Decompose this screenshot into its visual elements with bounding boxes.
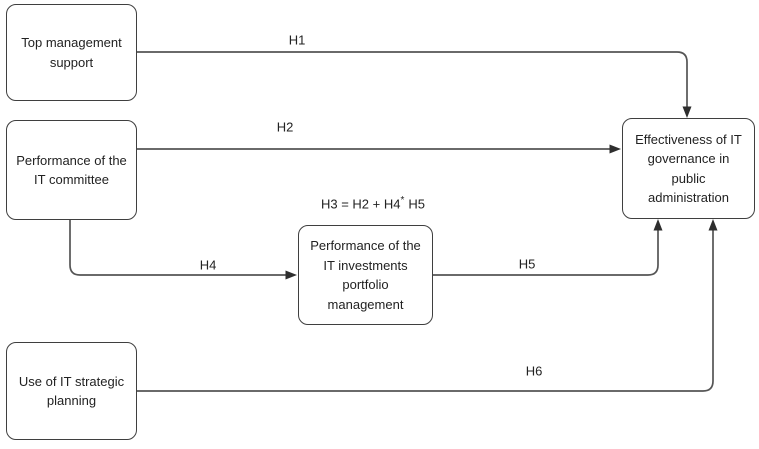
h1-arrow-line	[137, 51, 688, 107]
h5-arrow-line	[433, 230, 659, 276]
edge-label-h1: H1	[286, 32, 308, 48]
h3-moderation-formula: H3 = H2 + H4*H5	[320, 195, 426, 212]
edge-label-h2: H2	[274, 119, 296, 135]
node-label: Performance of the IT investments portfo…	[310, 238, 421, 312]
h1-arrowhead	[682, 106, 692, 118]
node-it-committee-performance: Performance of the IT committee	[6, 120, 137, 220]
node-label: Effectiveness of IT governance in public…	[635, 131, 742, 206]
node-label: Performance of the IT committee	[16, 152, 127, 188]
formula-asterisk: *	[400, 195, 405, 207]
node-it-governance-effectiveness: Effectiveness of IT governance in public…	[622, 118, 755, 219]
node-label: Use of IT strategic planning	[18, 373, 125, 409]
h4-arrowhead	[285, 270, 297, 280]
formula-suffix: H5	[408, 196, 426, 212]
h4-arrow-line	[69, 220, 286, 276]
formula-prefix: H3 = H2 + H4	[320, 196, 401, 212]
h6-arrowhead	[708, 219, 718, 231]
node-label: Top management support	[21, 35, 122, 70]
edge-label-h4: H4	[197, 257, 219, 273]
node-top-management-support: Top management support	[6, 4, 137, 101]
h2-arrowhead	[609, 144, 621, 154]
edge-label-h6: H6	[523, 363, 545, 379]
h6-arrow-line	[137, 230, 714, 392]
edge-label-h5: H5	[516, 256, 538, 272]
h5-arrowhead	[653, 219, 663, 231]
node-it-investments-portfolio-management: Performance of the IT investments portfo…	[298, 225, 433, 325]
node-it-strategic-planning-use: Use of IT strategic planning	[6, 342, 137, 440]
